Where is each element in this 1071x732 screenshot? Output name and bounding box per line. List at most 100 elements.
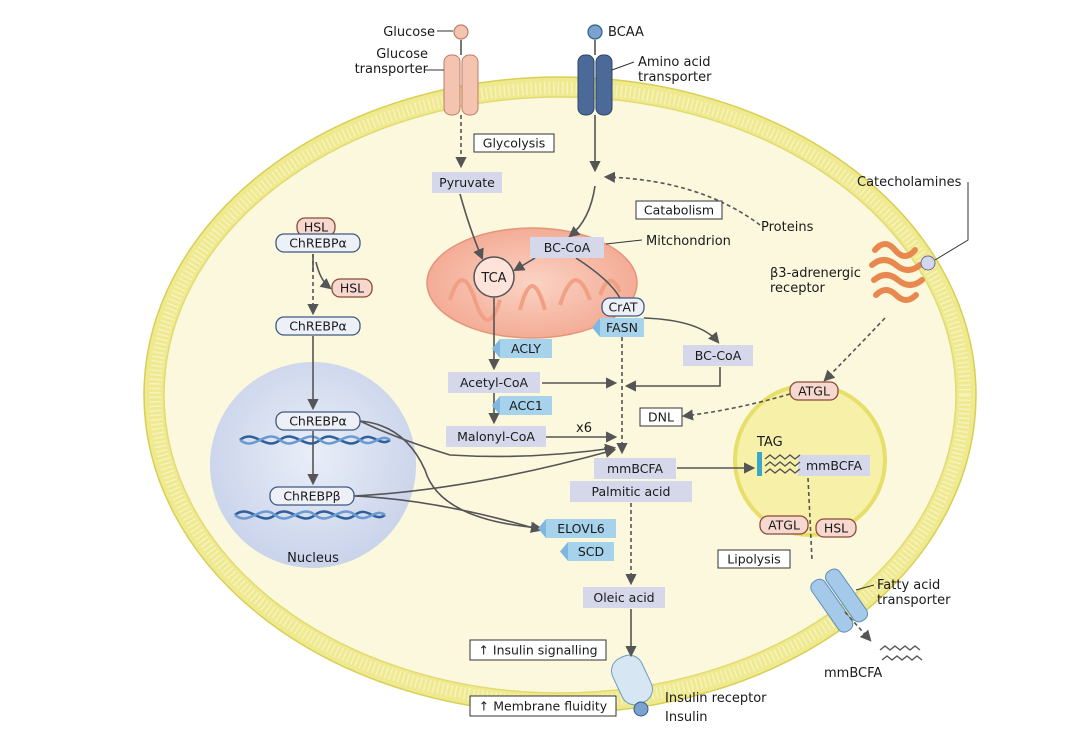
- aa-transporter-left: [577, 54, 595, 116]
- elovl6-node: ELOVL6: [538, 519, 616, 538]
- arrow-12: [643, 317, 720, 344]
- hsl-top-node: HSL: [296, 217, 336, 237]
- arrow-32: [844, 611, 872, 642]
- bc-coa-node-box: [683, 345, 753, 366]
- insulin-signalling-box-label: ↑ Insulin signalling: [478, 643, 597, 658]
- dna-strand-2: [239, 435, 391, 445]
- bc-coa-mito-node-box: [530, 237, 604, 258]
- fasn-node: FASN: [592, 318, 644, 337]
- tag-label: TAG: [756, 435, 783, 450]
- acc1-node-label: ACC1: [509, 398, 543, 413]
- lipolysis-callout-box: [717, 549, 791, 569]
- chrebpa-mid-node-label: ChREBPα: [289, 319, 347, 334]
- dnl-box-label: DNL: [648, 410, 674, 425]
- proteins-label: Proteins: [761, 220, 814, 235]
- pyruvate-node-box: [432, 172, 502, 193]
- chrebpa-nucleus-node-label: ChREBPα: [289, 414, 347, 429]
- chrebpa-top-node-box: [275, 233, 361, 253]
- atgl-bottom-node-box: [759, 515, 809, 535]
- pyruvate-node: Pyruvate: [432, 172, 502, 193]
- glucose-label: Glucose: [383, 25, 435, 40]
- acly-node-label: ACLY: [511, 341, 541, 356]
- malonyl-coa-node-label: Malonyl-CoA: [457, 429, 535, 444]
- palmitic-acid-node: Palmitic acid: [570, 481, 692, 502]
- arrow-29: [353, 447, 617, 497]
- nodes: PyruvateBC-CoABC-CoAAcetyl-CoAMalonyl-Co…: [269, 133, 870, 717]
- hsl-side-node-box: [331, 278, 373, 298]
- bc-coa-node: BC-CoA: [683, 345, 753, 366]
- insulin-signalling-box: ↑ Insulin signalling: [469, 639, 607, 661]
- elovl6-node-tab: [538, 519, 546, 538]
- catabolism-callout-box: [635, 200, 723, 220]
- aa-transporter-right: [595, 54, 613, 116]
- fasn-node-box: [600, 318, 644, 337]
- fatty-acid-squiggles: [757, 452, 923, 661]
- acly-node-box: [500, 339, 552, 358]
- membrane-fluidity-box-label: ↑ Membrane fluidity: [479, 699, 608, 714]
- bcaa-molecule-icon: [587, 24, 603, 40]
- arrow-8: [513, 257, 536, 272]
- lipolysis-callout-label: Lipolysis: [727, 552, 780, 567]
- palmitic-acid-node-label: Palmitic acid: [592, 484, 671, 499]
- glycolysis-callout: Glycolysis: [473, 133, 555, 153]
- hsl-bottom-node: HSL: [815, 518, 857, 538]
- atgl-top-node-label: ATGL: [798, 384, 830, 399]
- catecholamines-label: Catecholamines: [857, 175, 962, 190]
- chrebpa-nucleus-node: ChREBPα: [275, 411, 361, 431]
- chrebpa-top-node: ChREBPα: [275, 233, 361, 253]
- atgl-top-node: ATGL: [789, 381, 839, 401]
- fa-transporter-left: [810, 578, 854, 633]
- insulin-molecule-icon: [633, 701, 649, 717]
- mitochondrion-label: Mitchondrion: [646, 234, 731, 249]
- scd-node-box: [568, 542, 614, 561]
- acc1-node-box: [500, 396, 552, 415]
- acc1-node-tab: [492, 396, 500, 415]
- insulin-label: Insulin: [665, 710, 708, 725]
- crat-node-label: CrAT: [608, 300, 637, 315]
- malonyl-coa-node-box: [446, 426, 546, 447]
- glycolysis-callout-box: [473, 133, 555, 153]
- nucleus-label: Nucleus: [287, 551, 339, 566]
- cell-membrane-pattern: [149, 82, 971, 708]
- mmbcfa-node-label: mmBCFA: [607, 461, 663, 476]
- bcaa-label: BCAA: [608, 25, 644, 40]
- elovl6-node-label: ELOVL6: [557, 521, 605, 536]
- mmbcfa-droplet-node-label: mmBCFA: [806, 458, 862, 473]
- membrane-fluidity-box: ↑ Membrane fluidity: [469, 695, 617, 717]
- acly-node-tab: [492, 339, 500, 358]
- mmbcfa-droplet-node: mmBCFA: [798, 455, 870, 476]
- arrow-7: [459, 193, 484, 261]
- x6-label: x6: [576, 421, 592, 436]
- scd-node-tab: [560, 542, 568, 561]
- acetyl-coa-node-label: Acetyl-CoA: [460, 375, 529, 390]
- acc1-node: ACC1: [492, 396, 552, 415]
- catecholamine-ligand-icon: [920, 255, 936, 271]
- hsl-side-node-label: HSL: [340, 281, 364, 296]
- tca-label: TCA: [480, 271, 506, 286]
- atgl-bottom-node: ATGL: [759, 515, 809, 535]
- malonyl-coa-node: Malonyl-CoA: [446, 426, 546, 447]
- catabolism-callout-label: Catabolism: [644, 203, 714, 218]
- dnl-box: DNL: [639, 407, 683, 427]
- bc-coa-node-label: BC-CoA: [695, 348, 742, 363]
- hsl-side-node: HSL: [331, 278, 373, 298]
- acly-node: ACLY: [492, 339, 552, 358]
- arrow-27: [359, 420, 617, 458]
- fasn-node-tab: [592, 318, 600, 337]
- hsl-bottom-node-label: HSL: [824, 521, 848, 536]
- insulin-receptor-label: Insulin receptor: [665, 691, 767, 706]
- insulin-signalling-box-box: [469, 639, 607, 661]
- receptor-coil: [869, 241, 925, 303]
- catabolism-callout: Catabolism: [635, 200, 723, 220]
- b3-adrenergic-receptor: [869, 182, 969, 303]
- mmbcfa-droplet-node-box: [798, 455, 870, 476]
- chrebpb-node: ChREBPβ: [269, 486, 355, 506]
- glucose-transporter-right: [461, 54, 479, 116]
- atgl-top-node-box: [789, 381, 839, 401]
- insulin-receptor: [611, 654, 653, 717]
